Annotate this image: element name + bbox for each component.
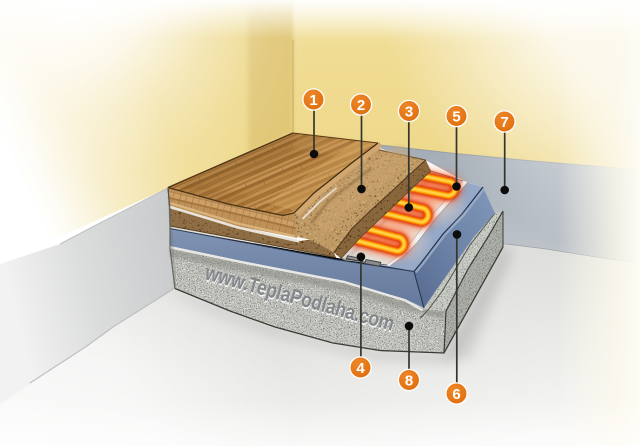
svg-text:2: 2 (357, 97, 365, 114)
svg-text:8: 8 (405, 373, 413, 390)
svg-text:1: 1 (309, 92, 317, 109)
svg-text:5: 5 (452, 109, 460, 126)
svg-text:3: 3 (405, 104, 413, 121)
svg-text:7: 7 (500, 114, 508, 131)
svg-text:4: 4 (356, 360, 365, 377)
svg-text:6: 6 (452, 386, 460, 403)
